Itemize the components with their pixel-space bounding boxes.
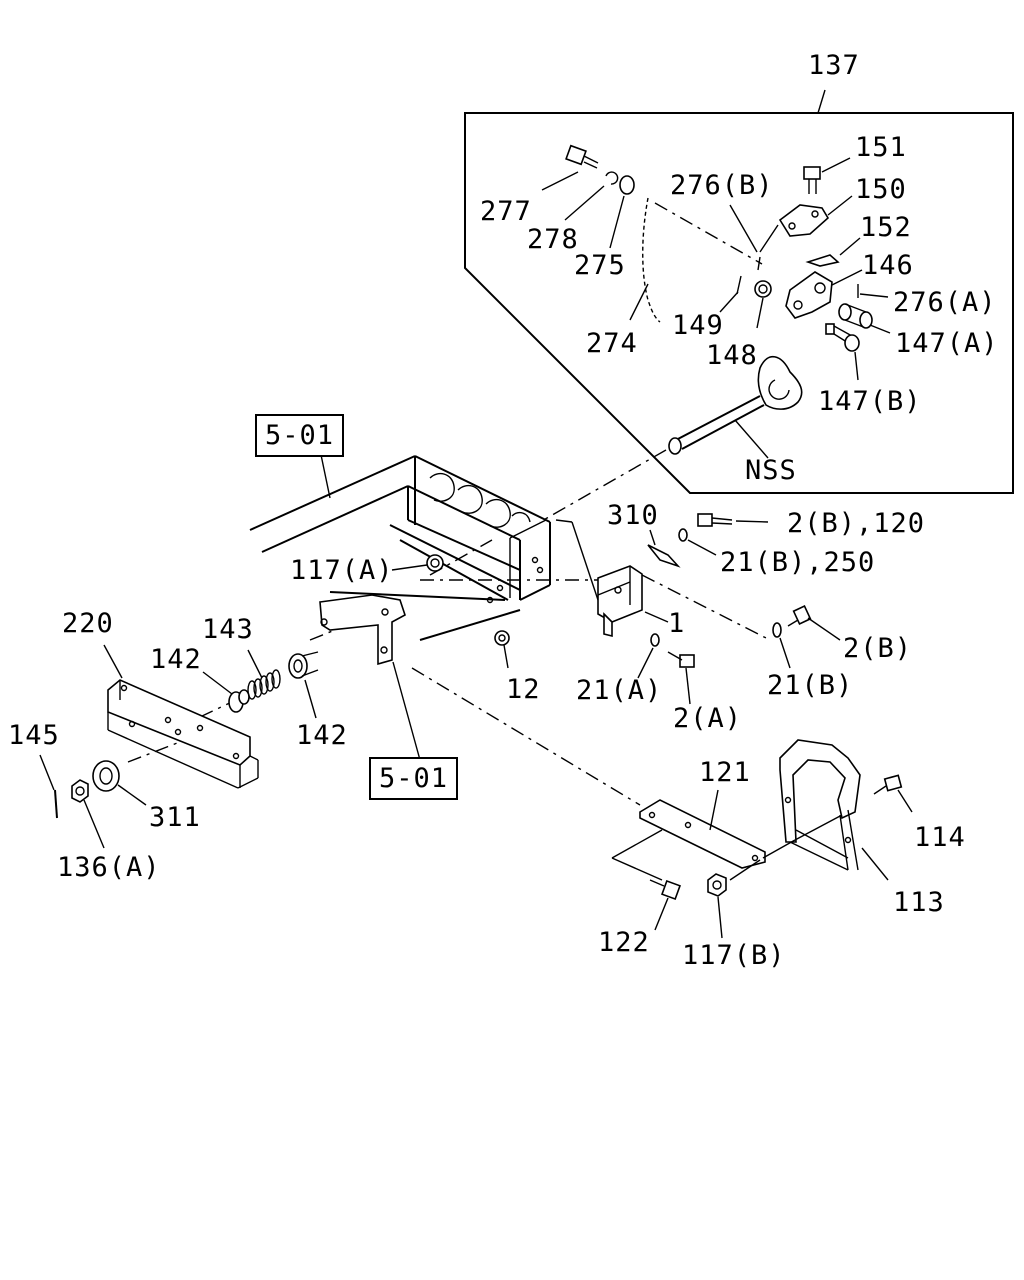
bolt-277 (565, 144, 599, 169)
pin-149 (736, 275, 742, 295)
callout-310: 310 (607, 500, 659, 531)
callout-278: 278 (527, 224, 579, 255)
nut-136a (71, 779, 89, 803)
callout-21b: 21(B) (767, 670, 854, 701)
callout-146: 146 (862, 250, 914, 281)
bush-142-left (228, 689, 250, 713)
callout-149: 149 (672, 310, 724, 341)
callout-150: 150 (855, 174, 907, 205)
bolt-147b (825, 323, 860, 352)
callout-148: 148 (706, 340, 758, 371)
callout-152: 152 (860, 212, 912, 243)
section-reference-top[interactable]: 5-01 (255, 414, 345, 457)
callout-275: 275 (574, 250, 626, 281)
callout-2b: 2(B) (843, 633, 913, 664)
pin-145 (54, 789, 58, 819)
nut-12 (494, 630, 510, 646)
bolt-151 (803, 166, 821, 194)
clip-278 (605, 171, 619, 185)
nut-117b (707, 873, 727, 897)
bolt-2a (667, 651, 695, 668)
bracket-113 (779, 739, 861, 871)
callout-142-top: 142 (150, 644, 202, 675)
callout-nss: NSS (745, 455, 797, 486)
callout-21b-250: 21(B),250 (720, 547, 876, 578)
callout-274: 274 (586, 328, 638, 359)
callout-21a: 21(A) (576, 675, 663, 706)
leader-137 (817, 89, 826, 114)
callout-2a: 2(A) (673, 703, 743, 734)
section-reference-bottom[interactable]: 5-01 (369, 757, 459, 800)
callout-117b: 117(B) (682, 940, 786, 971)
callout-151: 151 (855, 132, 907, 163)
callout-12: 12 (506, 674, 541, 705)
callout-121: 121 (699, 757, 751, 788)
callout-147b: 147(B) (818, 386, 922, 417)
washer-21b-250 (678, 528, 688, 542)
support-bracket (319, 594, 406, 666)
bolt-122 (649, 879, 681, 900)
clip-152 (805, 254, 840, 267)
callout-113: 113 (893, 887, 945, 918)
bracket-121 (639, 799, 766, 869)
washer-21b (772, 622, 782, 638)
callout-145: 145 (8, 720, 60, 751)
chassis-frame (249, 455, 551, 641)
bracket-150 (778, 204, 830, 237)
washer-21a (650, 633, 660, 647)
nut-117a (426, 554, 444, 572)
callout-122: 122 (598, 927, 650, 958)
bush-311 (92, 760, 120, 792)
callout-143: 143 (202, 614, 254, 645)
callout-276b: 276(B) (670, 170, 774, 201)
callout-142-bottom: 142 (296, 720, 348, 751)
bolt-114 (873, 774, 903, 795)
shaft-nss (675, 395, 761, 441)
callout-311: 311 (149, 802, 201, 833)
cam-head (757, 356, 803, 410)
pin-147a (838, 303, 873, 329)
lever-146 (785, 271, 833, 319)
bracket-1 (597, 565, 643, 638)
washer-275 (619, 175, 635, 195)
callout-136a: 136(A) (57, 852, 161, 883)
callout-147a: 147(A) (895, 328, 999, 359)
callout-114: 114 (914, 822, 966, 853)
bolt-2b (787, 605, 812, 627)
chain-274 (642, 197, 661, 323)
callout-137: 137 (808, 50, 860, 81)
spring-143 (247, 669, 281, 700)
callout-1: 1 (668, 608, 686, 639)
detail-inset-frame (464, 112, 1014, 494)
nut-148 (754, 280, 772, 298)
callout-220: 220 (62, 608, 114, 639)
channel-220 (107, 679, 259, 789)
callout-2b-120: 2(B),120 (787, 508, 926, 539)
callout-117a: 117(A) (290, 555, 394, 586)
bracket-310 (647, 544, 681, 568)
callout-276a: 276(A) (893, 287, 997, 318)
bush-142-right (288, 651, 319, 679)
bolt-2b-120 (697, 513, 733, 527)
callout-277: 277 (480, 196, 532, 227)
